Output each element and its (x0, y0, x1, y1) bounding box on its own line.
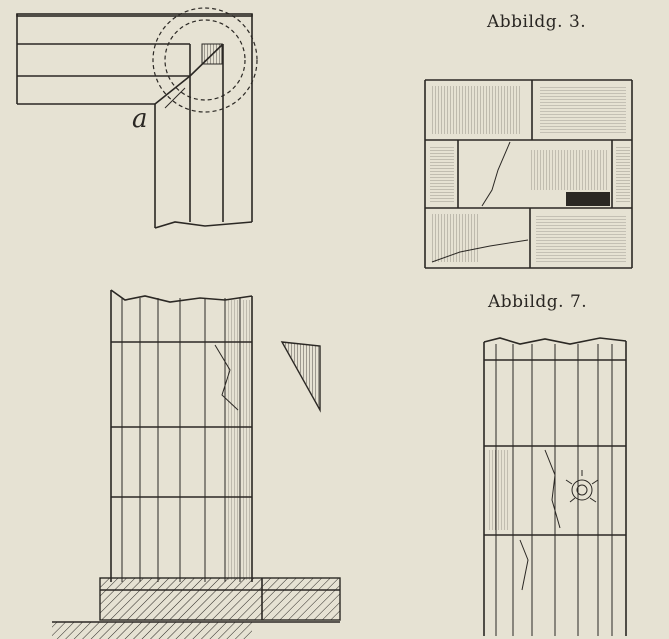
masonry-blocks-figure (424, 79, 633, 269)
wedge-fragment (280, 341, 321, 413)
panel-figure-left (52, 289, 341, 639)
panel-figure-right (483, 337, 627, 636)
corner-joint-figure (16, 7, 258, 229)
corner-label-a: a (132, 104, 148, 134)
figure-7-caption: Abbildg. 7. (488, 292, 588, 312)
figure-3-caption: Abbildg. 3. (487, 12, 587, 32)
